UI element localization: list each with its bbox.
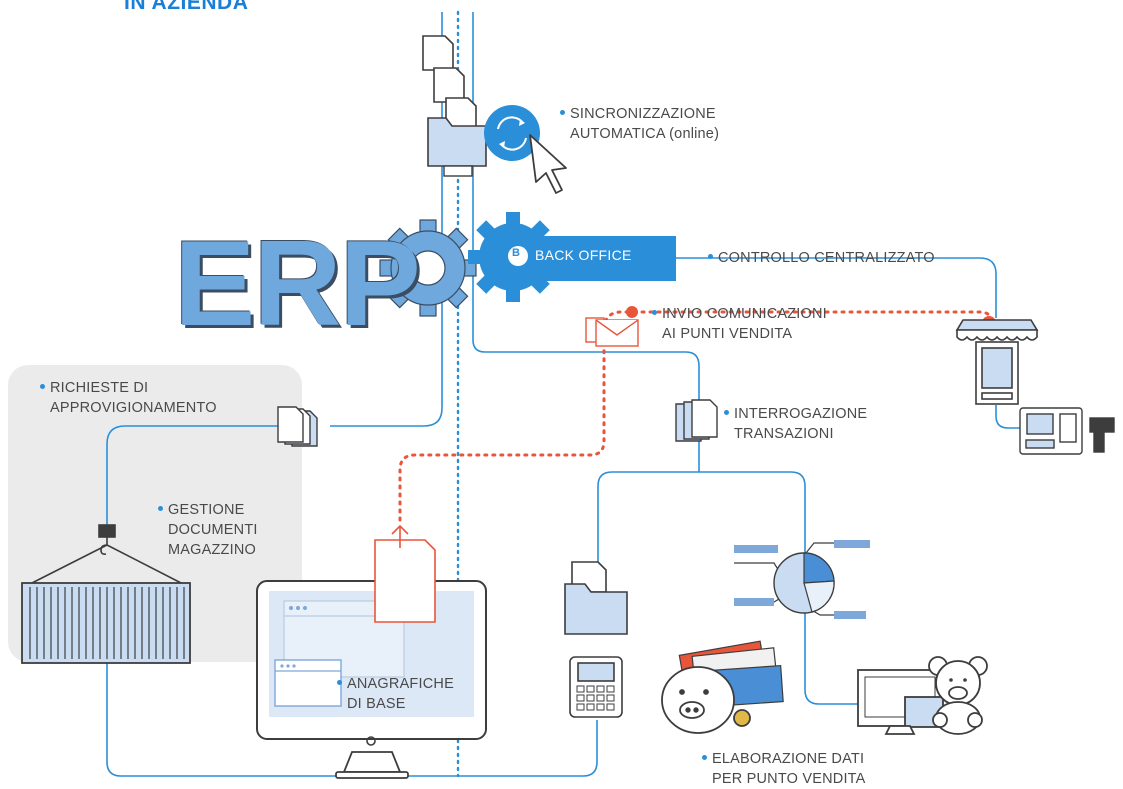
upload-document-icon — [374, 524, 436, 623]
back-office-badge-letter: B — [512, 247, 520, 259]
label-sync: SINCRONIZZAZIONE AUTOMATICA (online) — [560, 104, 719, 144]
keypad-key — [596, 685, 605, 693]
keypad-key — [576, 685, 585, 693]
keypad-key — [596, 694, 605, 702]
label-anagrafiche: ANAGRAFICHE DI BASE — [337, 674, 454, 714]
back-office-badge — [508, 246, 528, 266]
documents-stack-icon — [422, 35, 477, 133]
keypad-key — [586, 685, 595, 693]
container-icon — [21, 582, 191, 664]
keypad-key — [586, 694, 595, 702]
label-richieste: RICHIESTE DI APPROVIGIONAMENTO — [40, 378, 217, 418]
folder-icon — [427, 117, 487, 177]
label-control: CONTROLLO CENTRALIZZATO — [708, 248, 935, 268]
gear-large-icon — [379, 219, 477, 317]
page-heading: IN AZIENDA — [124, 0, 249, 14]
back-office-label: BACK OFFICE — [535, 247, 632, 263]
keypad-key — [576, 703, 585, 711]
red-dotted-path — [398, 310, 994, 522]
documents-richieste-icon — [277, 406, 318, 447]
store-icon — [955, 319, 1039, 405]
label-interrogazione: INTERROGAZIONE TRANSAZIONI — [724, 404, 867, 444]
pos-terminal-icon — [569, 656, 623, 718]
sync-icon — [484, 105, 540, 161]
red-node-invio — [626, 306, 638, 318]
label-invio: INVIO COMUNICAZIONI AI PUNTI VENDITA — [652, 304, 827, 344]
label-elaborazione: ELABORAZIONE DATI PER PUNTO VENDITA — [702, 749, 866, 789]
crane-hook-icon — [27, 524, 186, 586]
pos-folder-icon — [564, 561, 628, 635]
keypad-key — [596, 703, 605, 711]
keypad-key — [576, 694, 585, 702]
documents-interrogazione-icon — [675, 399, 718, 442]
back-office-bar — [515, 236, 676, 281]
cursor-icon — [529, 134, 567, 194]
cash-register-icon — [1019, 407, 1115, 455]
teddy-bear-icon — [928, 656, 988, 735]
keypad-key — [606, 685, 615, 693]
keypad-key — [606, 703, 615, 711]
piggy-bank-icon — [661, 666, 751, 734]
envelope-icon — [585, 317, 639, 347]
keypad-key — [606, 694, 615, 702]
erp-logo: ERP — [174, 215, 421, 351]
label-gestione: GESTIONE DOCUMENTI MAGAZZINO — [158, 500, 258, 560]
keypad-key — [586, 703, 595, 711]
pie-chart-icon — [734, 540, 870, 619]
monitor-icon — [256, 580, 487, 779]
bear-eye-icon — [949, 678, 953, 682]
bear-eye-icon — [963, 678, 967, 682]
small-monitor-icon — [857, 669, 944, 735]
